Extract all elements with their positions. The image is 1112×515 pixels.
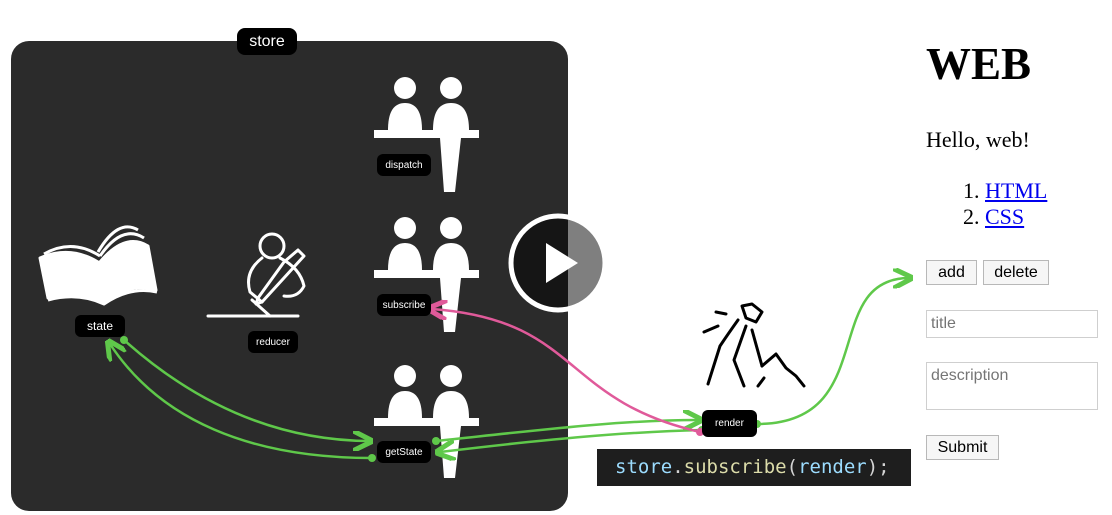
code-close: );	[866, 456, 890, 478]
web-topic-list: HTML CSS	[945, 178, 1047, 230]
render-label: render	[702, 410, 757, 437]
worker-icon	[702, 302, 806, 388]
delete-button[interactable]: delete	[983, 260, 1049, 285]
code-obj: store	[615, 456, 673, 478]
code-arg: render	[798, 456, 867, 478]
add-button[interactable]: add	[926, 260, 977, 285]
getstate-label: getState	[377, 441, 431, 463]
submit-button[interactable]: Submit	[926, 435, 999, 460]
getstate-clerk-icon	[374, 365, 479, 478]
css-link[interactable]: CSS	[985, 204, 1025, 229]
subscribe-clerk-icon	[374, 217, 479, 332]
code-dot: .	[672, 456, 684, 478]
code-open: (	[786, 456, 799, 478]
code-subscribe-render: store.subscribe(render);	[597, 449, 911, 486]
code-fn: subscribe	[683, 456, 787, 478]
state-label: state	[75, 315, 125, 337]
web-title: WEB	[926, 39, 1032, 89]
render-to-web-arrow	[756, 278, 908, 426]
getstate-to-render-arrow	[435, 420, 698, 443]
html-link[interactable]: HTML	[985, 178, 1048, 203]
state-to-getstate-arrow	[123, 339, 368, 441]
web-topic-item: CSS	[985, 204, 1047, 230]
dispatch-label: dispatch	[377, 154, 431, 176]
render-to-getstate-arrow	[440, 428, 703, 452]
description-input[interactable]	[926, 362, 1098, 410]
book-icon	[38, 225, 158, 306]
dispatch-clerk-icon	[374, 77, 479, 192]
reducer-label: reducer	[248, 331, 298, 353]
play-button[interactable]	[508, 213, 608, 313]
getstate-to-state-arrow	[110, 344, 373, 460]
subscribe-label: subscribe	[377, 294, 431, 316]
web-topic-item: HTML	[985, 178, 1047, 204]
writer-icon	[206, 232, 306, 318]
play-icon	[546, 243, 578, 283]
store-label: store	[237, 28, 297, 55]
title-input[interactable]	[926, 310, 1098, 338]
web-hello-text: Hello, web!	[926, 127, 1030, 152]
render-to-subscribe-arrow	[432, 309, 701, 434]
